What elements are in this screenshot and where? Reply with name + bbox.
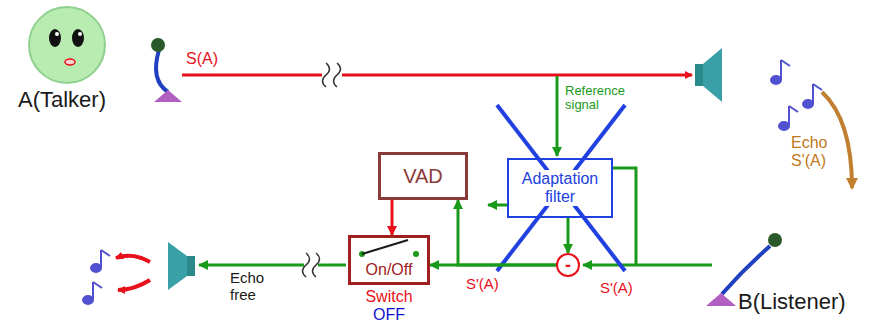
music-notes [771,60,822,130]
signal-name: Reference signal [565,84,655,113]
output-label: Echo free [230,270,278,303]
box-text: Adaptation filter [509,170,611,206]
feedback-line [612,168,636,265]
vad-box: VAD [378,152,468,200]
signal-line [342,74,692,77]
box-text: VAD [403,165,443,188]
edge-label: S'(A) [466,276,499,293]
reference-line [556,76,559,156]
box-text: On/Off [366,261,413,279]
switch-symbol [359,240,419,257]
signal-name: S'(A) [600,280,633,297]
talker-face [29,7,105,83]
disabled-cross [497,105,625,271]
filter-output-arrow [488,204,509,207]
switch-box: On/OffSwitchOFF [348,235,430,285]
speaker [168,242,195,290]
signal-connector [391,200,394,235]
speaker [695,48,722,102]
break-mark [323,63,341,87]
switch-state: OFF [373,306,405,324]
signal-connector [567,218,570,253]
sound-arrows [116,256,150,290]
subtractor-circle: - [556,253,580,277]
talker-label: A(Talker) [18,88,106,112]
switch-caption: Switch [365,288,412,306]
music-notes [83,250,110,304]
box-text: - [565,256,571,274]
listener-label: B(Listener) [738,290,846,314]
signal-line [199,264,304,267]
filter-box: Adaptation filter [507,158,613,218]
break-mark [303,253,320,277]
signal-line [318,264,346,267]
signal-line [583,264,712,267]
signal-line [182,74,322,77]
signal-name: S(A) [186,50,218,68]
echo-label: Echo S'(A) [791,134,841,169]
microphone [151,38,182,102]
